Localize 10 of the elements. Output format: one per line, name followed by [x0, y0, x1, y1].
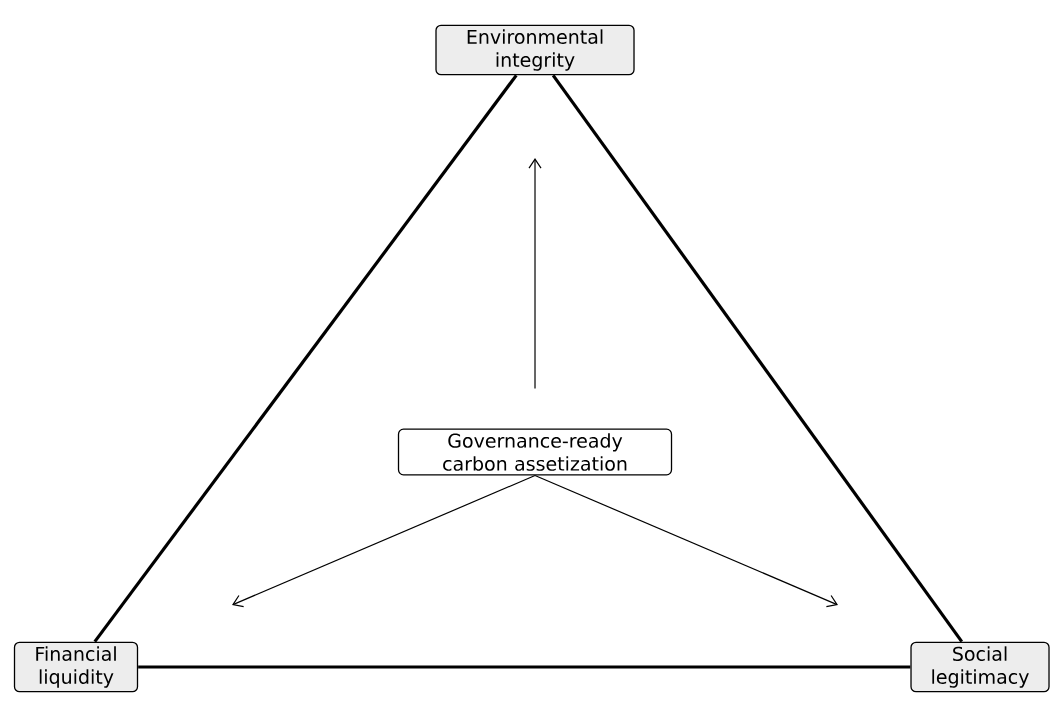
label-box: Environmental integrity — [435, 24, 635, 76]
label-box: Social legitimacy — [910, 641, 1050, 693]
connecting-line — [138, 665, 911, 669]
connecting-line — [551, 74, 964, 643]
arrow — [528, 158, 542, 390]
arrow — [232, 474, 536, 608]
connecting-line — [93, 74, 518, 643]
label-box: Governance-ready carbon assetization — [397, 428, 673, 476]
arrow — [534, 474, 838, 608]
label-box: Financial liquidity — [13, 641, 139, 693]
